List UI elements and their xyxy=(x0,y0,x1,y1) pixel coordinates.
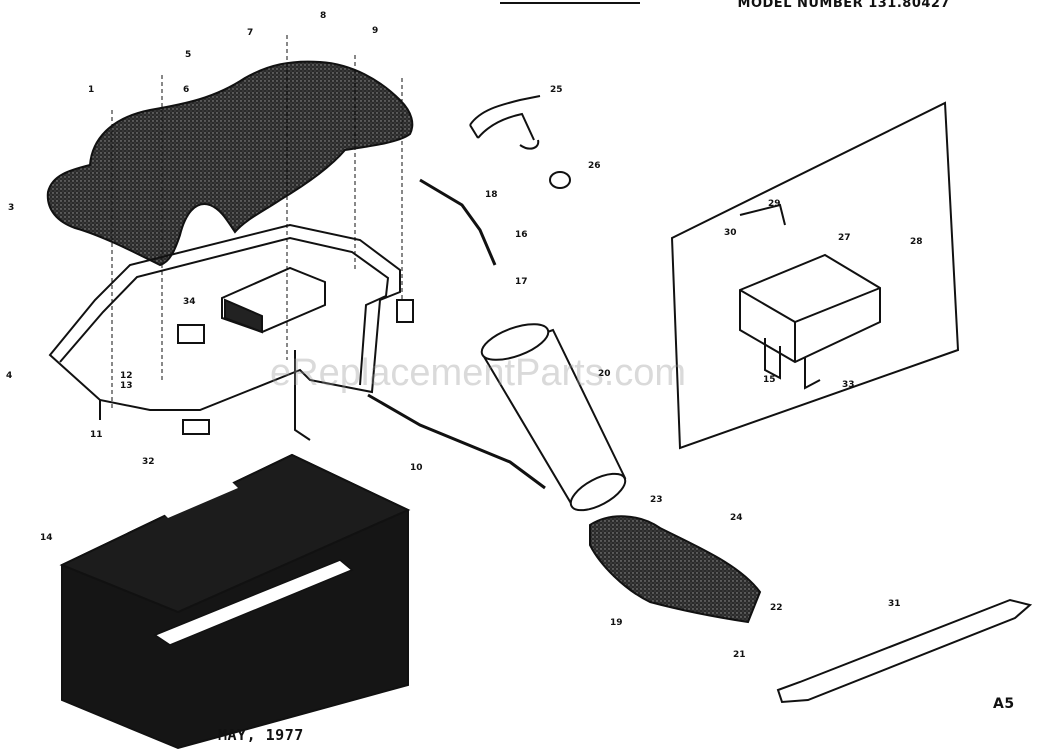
callout-16: 16 xyxy=(515,230,528,240)
callout-34: 34 xyxy=(183,297,196,307)
callout-30: 30 xyxy=(724,228,737,238)
callout-26: 26 xyxy=(588,161,601,171)
watermark-text: eReplacementParts.com xyxy=(270,352,687,394)
mount-bracket-left xyxy=(177,324,205,344)
callout-21: 21 xyxy=(733,650,746,660)
discharge-tube xyxy=(480,323,627,512)
mower-blade xyxy=(776,598,1033,704)
deflector-assembly-panel xyxy=(670,101,960,450)
callout-20: 20 xyxy=(598,369,611,379)
callout-7: 7 xyxy=(247,28,253,38)
callout-32: 32 xyxy=(142,457,155,467)
page-code: A5 xyxy=(993,696,1015,712)
callout-27: 27 xyxy=(838,233,851,243)
callout-1: 1 xyxy=(88,85,94,95)
callout-19: 19 xyxy=(610,618,623,628)
handle-rod xyxy=(419,178,497,266)
callout-14: 14 xyxy=(40,533,53,543)
callout-31: 31 xyxy=(888,599,901,609)
discharge-chute xyxy=(589,515,762,624)
frame-tube xyxy=(48,223,401,420)
callout-10: 10 xyxy=(410,463,423,473)
assembly-guide-lines xyxy=(111,35,403,410)
callout-33: 33 xyxy=(842,380,855,390)
callout-25: 25 xyxy=(550,85,563,95)
callout-18: 18 xyxy=(485,190,498,200)
callout-24: 24 xyxy=(730,513,743,523)
hood-shell xyxy=(46,60,414,267)
callout-8: 8 xyxy=(320,11,326,21)
callout-17: 17 xyxy=(515,277,528,287)
diagram-date: MAY, 1977 xyxy=(218,726,304,744)
callout-4: 4 xyxy=(6,371,12,381)
callout-15: 15 xyxy=(763,375,776,385)
mount-bracket-right xyxy=(396,299,414,323)
callout-11: 11 xyxy=(90,430,103,440)
bracket-part xyxy=(221,266,326,334)
callout-29: 29 xyxy=(768,199,781,209)
callout-labels: 1 3 4 5 6 7 8 9 10 11 12 13 14 15 16 17 … xyxy=(6,11,923,660)
elbow-pipe xyxy=(469,95,541,141)
callout-12: 12 xyxy=(120,371,133,381)
support-rod xyxy=(294,350,311,441)
mount-bracket-lower xyxy=(182,419,210,435)
rod-linkage xyxy=(367,393,546,490)
callout-13: 13 xyxy=(120,381,133,391)
callout-5: 5 xyxy=(185,50,191,60)
model-number-heading: MODEL NUMBER 131.80427 xyxy=(737,0,950,11)
callout-23: 23 xyxy=(650,495,663,505)
callout-28: 28 xyxy=(910,237,923,247)
callout-6: 6 xyxy=(183,85,189,95)
callout-22: 22 xyxy=(770,603,783,613)
hose-clamp xyxy=(549,171,571,189)
callout-3: 3 xyxy=(8,203,14,213)
grass-catcher-bag xyxy=(59,453,411,750)
callout-9: 9 xyxy=(372,26,378,36)
